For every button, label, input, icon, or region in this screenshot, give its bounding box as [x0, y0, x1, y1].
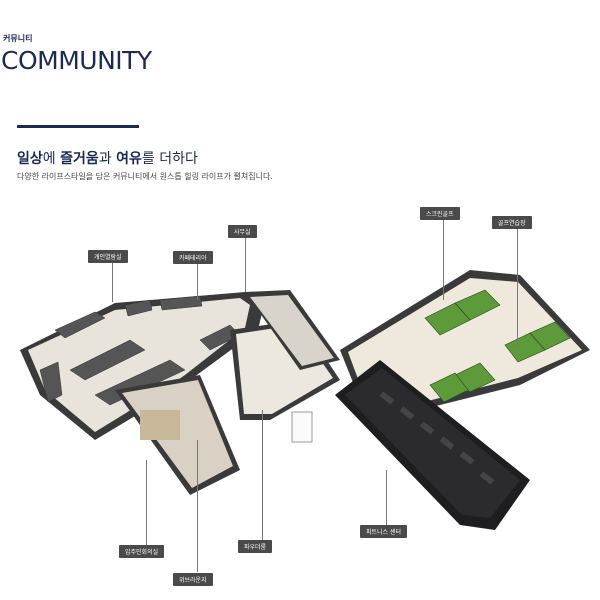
- study-room-leader: [112, 262, 113, 302]
- golf-practice-leader: [517, 227, 518, 347]
- label-golf-practice: 골프연습장: [492, 216, 532, 229]
- subtitle: 다양한 라이프스타일을 담은 커뮤니티에서 원스톱 힐링 라이프가 펼쳐집니다.: [17, 172, 273, 181]
- fitness-leader: [386, 470, 387, 525]
- cafeteria-leader: [197, 262, 198, 300]
- label-study-room: 개인열람실: [88, 250, 128, 263]
- tagline: 일상에 즐거움과 여유를 더하다: [17, 151, 198, 167]
- powder-leader: [262, 410, 263, 540]
- lounge-leader: [197, 440, 198, 572]
- page-title: COMMUNITY: [1, 46, 152, 75]
- label-wib-lounge: 위브라운지: [173, 573, 213, 586]
- office-leader: [245, 237, 246, 292]
- meeting-leader: [146, 460, 147, 545]
- label-office: 사무실: [228, 225, 257, 238]
- community-floor-plan: [20, 270, 590, 530]
- label-screen-golf: 스크린골프: [420, 207, 460, 220]
- label-resident-meeting: 입주민회의실: [119, 545, 165, 558]
- label-powder-room: 파우더룸: [238, 540, 273, 553]
- label-cafeteria: 카페테리아: [173, 251, 213, 264]
- title-underline: [17, 125, 139, 128]
- label-fitness-center: 피트니스 센터: [360, 525, 408, 538]
- eyebrow-label: 커뮤니티: [3, 34, 33, 43]
- screen-golf-leader: [443, 218, 444, 300]
